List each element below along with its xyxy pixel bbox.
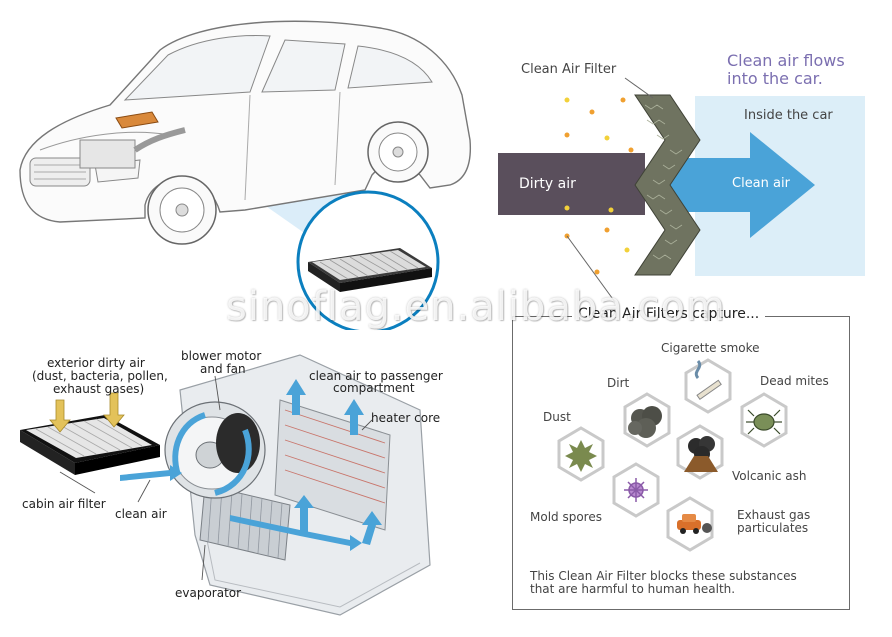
capture-hexagons	[557, 358, 788, 552]
capture-leader-line	[566, 235, 616, 303]
hvac-diagram	[20, 354, 431, 616]
label-mold-spores: Mold spores	[530, 510, 602, 524]
cigarette-icon	[694, 360, 722, 401]
filter-texture	[644, 104, 683, 260]
car-illustration	[19, 20, 472, 330]
car-side-window-rear	[347, 45, 433, 89]
zoomed-filter	[308, 248, 432, 292]
filter-leader-line	[624, 77, 654, 99]
car-front-wheel	[147, 175, 217, 245]
flow-heading-line1: Clean air flows	[727, 51, 845, 70]
flow-heading-line2: into the car.	[727, 69, 823, 88]
evaporator-label: evaporator	[175, 586, 242, 600]
inside-car-label: Inside the car	[744, 108, 833, 123]
cabin-filter-highlight	[115, 111, 159, 129]
dust-particles	[564, 97, 634, 275]
passenger-line1: clean air to passenger	[309, 369, 443, 383]
dirt-icon	[628, 406, 662, 438]
watermark: sinoflag.en.alibaba.com	[226, 284, 726, 330]
dirty-air-arrows	[49, 392, 125, 433]
label-dead-mites: Dead mites	[760, 374, 829, 388]
label-exhaust-line1: Exhaust gas	[737, 508, 811, 522]
mite-icon	[746, 409, 782, 435]
cabin-filter-label: cabin air filter	[22, 497, 106, 511]
dust-icon	[565, 440, 597, 472]
exterior-air-line3: exhaust gases)	[53, 382, 145, 396]
blower-line1: blower motor	[181, 349, 262, 363]
dirty-air-arrow	[498, 153, 645, 215]
clean-air-label: Clean air	[732, 176, 790, 191]
car-side-window-front	[261, 39, 346, 93]
volcanic-ash-icon	[684, 436, 718, 472]
passenger-line2: compartment	[333, 381, 415, 395]
heater-core-label: heater core	[371, 411, 441, 425]
label-volcanic-ash: Volcanic ash	[732, 469, 807, 483]
capture-title: Clean Air Filters capture...	[572, 306, 766, 322]
car-rear-wheel	[367, 121, 429, 183]
blower-line2: and fan	[200, 362, 246, 376]
label-dust: Dust	[543, 410, 571, 424]
mold-spore-icon	[624, 478, 648, 502]
label-cigarette-smoke: Cigarette smoke	[661, 341, 760, 355]
filtration-diagram	[498, 77, 865, 303]
engine-box	[79, 139, 136, 169]
dirty-air-label: Dirty air	[519, 176, 576, 192]
clean-air-flow-arrows	[120, 379, 382, 551]
hex-cigarette	[684, 358, 732, 414]
blower-fan	[164, 401, 266, 499]
clean-air-filter-label: Clean Air Filter	[521, 62, 617, 77]
capture-footer-line1: This Clean Air Filter blocks these subst…	[530, 569, 797, 583]
exterior-air-line2: (dust, bacteria, pollen,	[32, 369, 168, 383]
label-dirt: Dirt	[607, 376, 630, 390]
exterior-air-line1: exterior dirty air	[47, 356, 145, 370]
clean-air-arrow	[665, 132, 815, 238]
car-windshield	[123, 35, 271, 101]
capture-footer-line2: that are harmful to human health.	[530, 582, 736, 596]
label-exhaust-line2: particulates	[737, 521, 809, 535]
exhaust-car-icon	[677, 514, 712, 534]
clean-air-hvac-label: clean air	[115, 507, 167, 521]
filter-zigzag	[634, 94, 701, 276]
